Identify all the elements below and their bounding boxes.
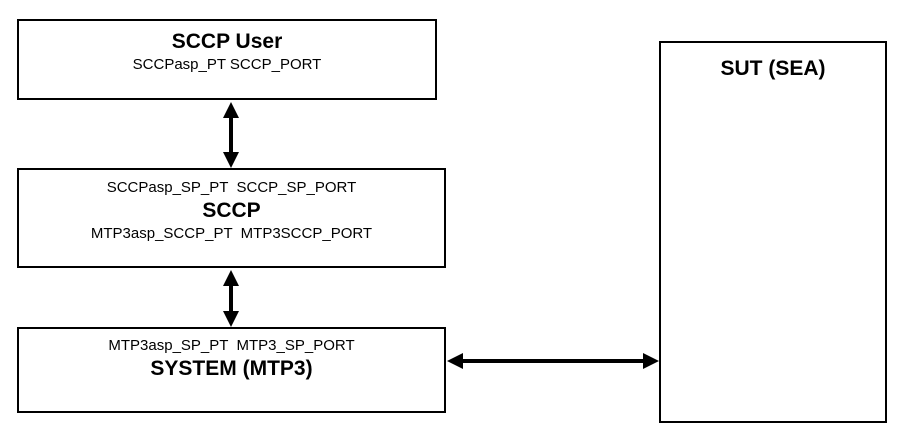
sccp-title: SCCP <box>202 199 261 222</box>
bidirectional-arrow-sccp-system <box>223 270 239 327</box>
box-system-mtp3: MTP3asp_SP_PT MTP3_SP_PORT SYSTEM (MTP3) <box>17 327 446 413</box>
sccp-user-ports-label: SCCPasp_PT SCCP_PORT <box>132 56 322 73</box>
bidirectional-arrow-system-sut <box>447 353 659 369</box>
sut-title: SUT (SEA) <box>720 57 826 80</box>
sccp-lower-ports-label: MTP3asp_SCCP_PT MTP3SCCP_PORT <box>90 225 373 242</box>
system-mtp3-title: SYSTEM (MTP3) <box>150 357 313 380</box>
system-mtp3-ports-label: MTP3asp_SP_PT MTP3_SP_PORT <box>108 337 355 354</box>
box-sut: SUT (SEA) <box>659 41 887 423</box>
sccp-upper-ports-label: SCCPasp_SP_PT SCCP_SP_PORT <box>106 179 357 196</box>
bidirectional-arrow-sccpuser-sccp <box>223 102 239 168</box>
box-sccp: SCCPasp_SP_PT SCCP_SP_PORT SCCP MTP3asp_… <box>17 168 446 268</box>
sccp-user-title: SCCP User <box>171 30 283 53</box>
box-sccp-user: SCCP User SCCPasp_PT SCCP_PORT <box>17 19 437 100</box>
